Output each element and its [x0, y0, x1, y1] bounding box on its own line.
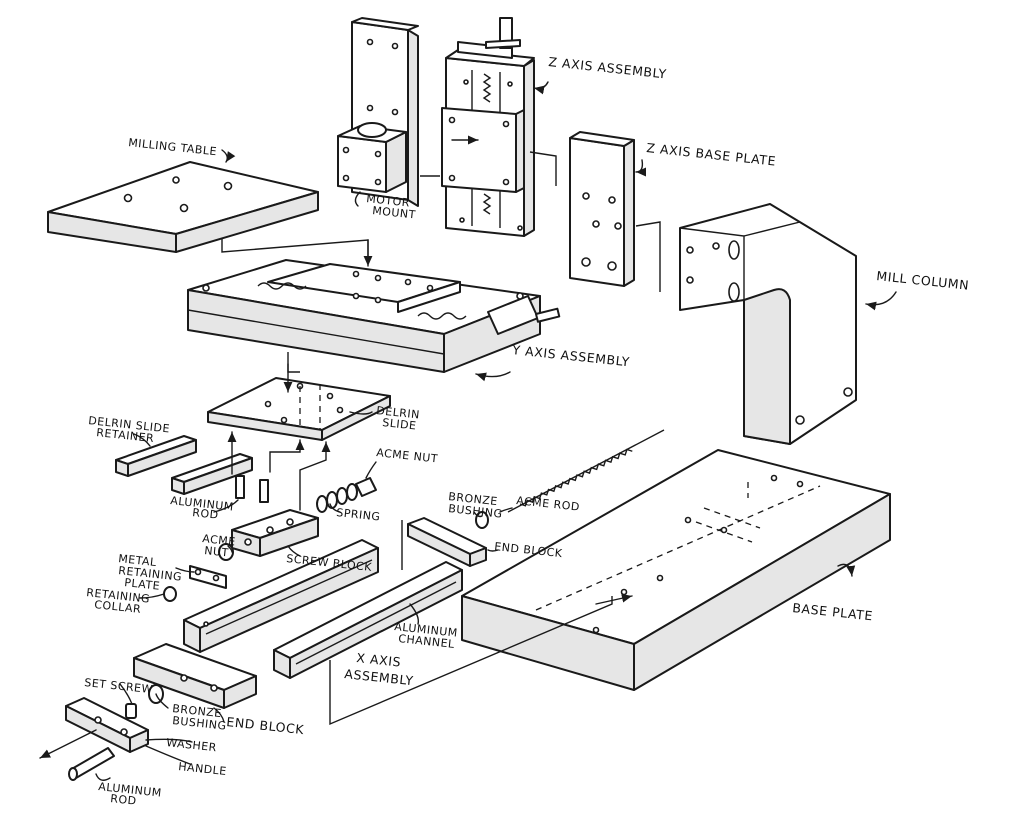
delrin-slide	[207, 377, 391, 441]
label-milling-table: MILLING TABLE	[128, 136, 218, 158]
screw-block	[231, 509, 319, 557]
label-bronze-bushing-top-line-1: BRONZE	[448, 490, 499, 508]
z-axis-assembly-drawing	[441, 17, 535, 237]
label-metal-retaining-plate-line-3: PLATE	[124, 576, 161, 593]
delrin-slide-retainer	[115, 435, 253, 495]
label-metal-retaining-plate-line-1: METAL	[118, 552, 158, 569]
label-washer: WASHER	[166, 736, 218, 754]
label-motor-mount-line-2: MOUNT	[372, 204, 417, 221]
handle-assembly	[39, 697, 149, 781]
label-retaining-collar-line-2: COLLAR	[94, 598, 142, 616]
label-end-block-bottom: END BLOCK	[226, 714, 305, 737]
label-handle: HANDLE	[178, 760, 228, 778]
label-x-axis-assembly-line-1: X AXIS	[356, 650, 402, 670]
end-block-right	[407, 517, 487, 567]
spring-and-acme-nut	[218, 477, 377, 561]
label-delrin-slide-line-2: SLIDE	[382, 416, 417, 433]
label-base-plate: BASE PLATE	[792, 600, 874, 623]
label-bronze-bushing-bottom-line-1: BRONZE	[172, 702, 223, 720]
label-bronze-bushing-bottom-line-2: BUSHING	[172, 714, 227, 733]
aluminum-channel-left	[183, 539, 379, 653]
z-axis-base-plate	[569, 131, 635, 287]
label-acme-nut-top: ACME NUT	[376, 446, 439, 465]
label-mill-column: MILL COLUMN	[876, 268, 970, 293]
label-acme-nut-left-line-2: NUT	[204, 544, 230, 559]
label-aluminum-rod-mid-line-2: ROD	[192, 506, 219, 522]
label-delrin-slide-retainer-line-2: RETAINER	[96, 426, 155, 445]
milling-table	[47, 161, 319, 253]
label-spring: SPRING	[336, 506, 381, 524]
label-acme-rod: ACME ROD	[516, 494, 581, 514]
metal-retaining-plate	[163, 565, 227, 602]
label-aluminum-channel-line-2: CHANNEL	[398, 632, 456, 651]
aluminum-channel-right	[273, 561, 463, 679]
motor-mount	[337, 122, 407, 193]
assembly-guide-lines	[221, 151, 661, 726]
aluminum-rods-mid	[235, 475, 269, 503]
base-plate	[461, 449, 891, 691]
label-z-axis-assembly: Z AXIS ASSEMBLY	[548, 54, 668, 81]
label-acme-nut-left-line-1: ACME	[202, 532, 237, 548]
label-x-axis-assembly-line-2: ASSEMBLY	[344, 666, 415, 688]
label-z-axis-base-plate: Z AXIS BASE PLATE	[646, 140, 777, 169]
label-delrin-slide-line-1: DELRIN	[376, 404, 421, 421]
label-aluminum-rod-bottom-line-2: ROD	[110, 792, 137, 808]
label-y-axis-assembly: Y AXIS ASSEMBLY	[511, 342, 631, 369]
mill-column	[679, 203, 857, 445]
label-leaders	[95, 81, 897, 781]
label-motor-mount-line-1: MOTOR	[366, 192, 411, 209]
end-block-bottom	[133, 643, 257, 709]
y-axis-assembly-drawing	[187, 259, 561, 373]
label-bronze-bushing-top-line-2: BUSHING	[448, 502, 503, 521]
